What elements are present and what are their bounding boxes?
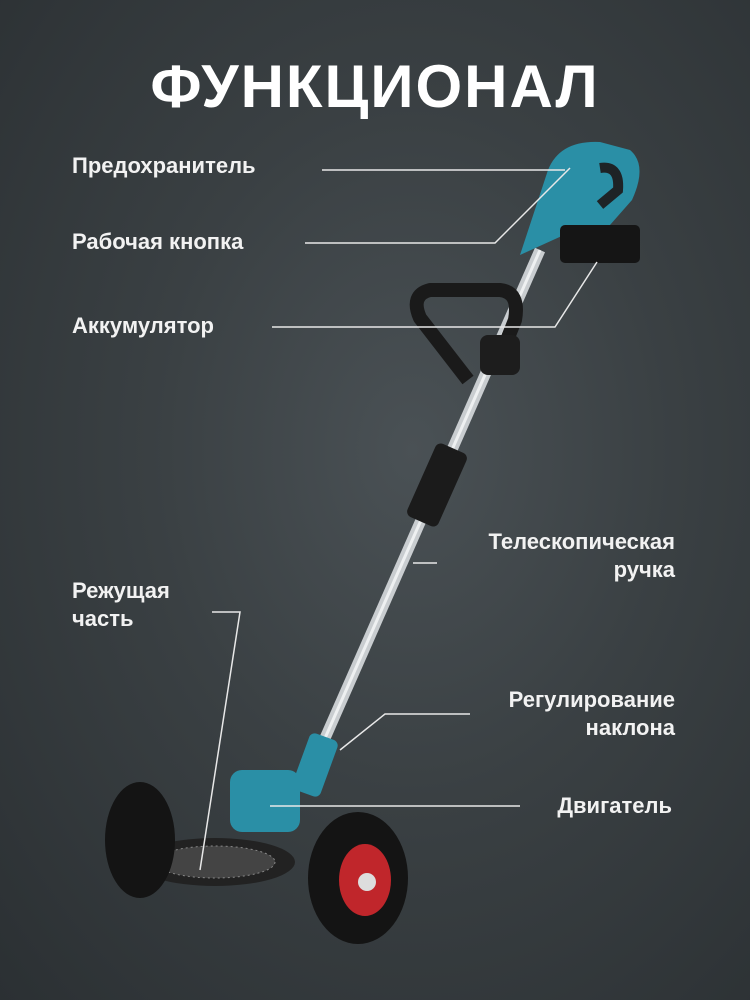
label-cutting-line1: Режущая [72,578,170,603]
page-title: ФУНКЦИОНАЛ [150,53,600,120]
label-telescopic-handle: Телескопическая ручка [489,528,675,584]
label-work-button: Рабочая кнопка [72,229,244,254]
label-cutting-part: Режущая часть [72,577,170,633]
label-cutting-line2: часть [72,606,134,631]
label-telescopic-line2: ручка [613,557,675,582]
label-motor: Двигатель [557,793,672,818]
label-battery: Аккумулятор [72,313,214,338]
label-fuse: Предохранитель [72,153,256,178]
label-tilt-line1: Регулирование [508,687,675,712]
label-tilt-adjustment: Регулирование наклона [509,686,675,742]
label-tilt-line2: наклона [585,715,675,740]
label-telescopic-line1: Телескопическая [488,529,675,554]
